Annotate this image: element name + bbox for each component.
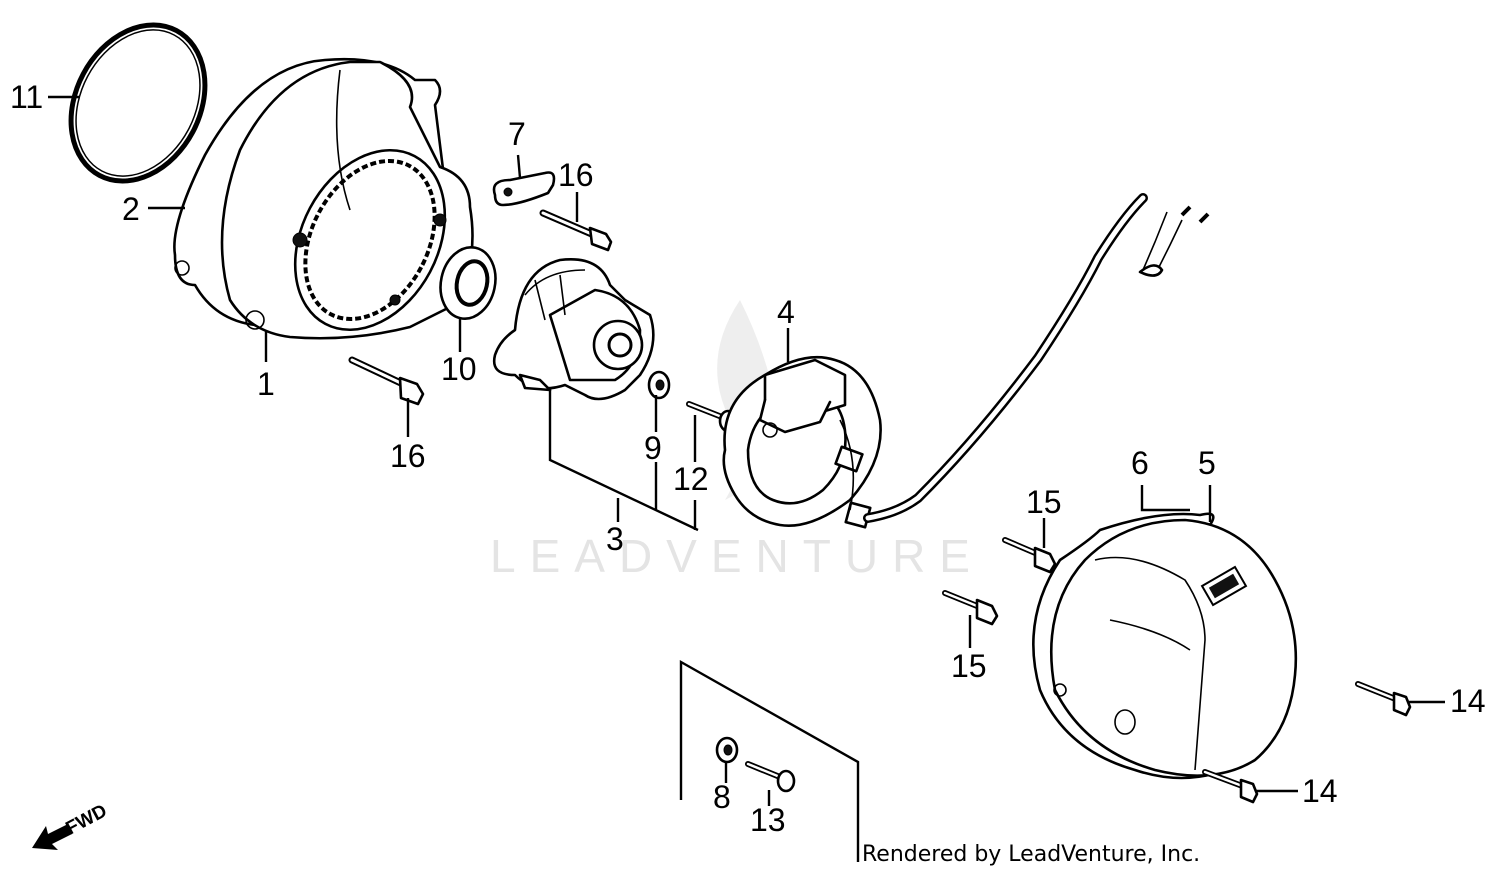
- callout-11: 11: [10, 79, 43, 115]
- part-5-cover[interactable]: [1049, 518, 1298, 777]
- part-4-pulse-generator[interactable]: [722, 193, 1210, 529]
- fwd-indicator: FWD: [32, 801, 111, 850]
- callout-16-upper: 16: [558, 157, 594, 193]
- callout-14-right: 14: [1450, 683, 1486, 719]
- credit-text: Rendered by LeadVenture, Inc.: [862, 842, 1200, 867]
- callout-4: 4: [777, 294, 795, 330]
- part-13-screw[interactable]: [745, 761, 796, 793]
- part-16-bolt-upper[interactable]: [539, 209, 613, 252]
- part-16-bolt-lower[interactable]: [348, 356, 425, 406]
- callout-15-lower: 15: [951, 648, 987, 684]
- part-10-oil-seal[interactable]: [434, 242, 502, 324]
- callout-9: 9: [644, 430, 662, 466]
- part-14-bolt-right[interactable]: [1355, 681, 1412, 717]
- callout-8: 8: [713, 779, 731, 815]
- part-14-bolt-lower[interactable]: [1202, 769, 1259, 804]
- callout-10: 10: [441, 351, 477, 387]
- fwd-arrow-icon: [32, 824, 72, 850]
- callout-3: 3: [606, 521, 624, 557]
- callouts: 11 2 1 7 16 16 10 9 12 3 4 6 5 15 15 14 …: [10, 79, 1486, 838]
- part-1-stator-housing[interactable]: [220, 60, 475, 356]
- part-9-washer[interactable]: [647, 370, 671, 400]
- callout-12: 12: [673, 461, 709, 497]
- part-11-o-ring[interactable]: [45, 1, 231, 204]
- part-7-clamp[interactable]: [492, 171, 556, 207]
- part-15-bolt-lower[interactable]: [942, 590, 999, 626]
- callout-14-lower: 14: [1302, 773, 1338, 809]
- part-15-bolt-upper[interactable]: [1002, 537, 1057, 574]
- fwd-label: FWD: [62, 801, 110, 840]
- callout-2: 2: [122, 191, 140, 227]
- callout-13: 13: [750, 802, 786, 838]
- leader-lines: [48, 95, 1445, 862]
- callout-15-upper: 15: [1026, 484, 1062, 520]
- part-3-stator-assembly[interactable]: [492, 258, 655, 401]
- callout-16-lower: 16: [390, 438, 426, 474]
- callout-5: 5: [1198, 445, 1216, 481]
- callout-6: 6: [1131, 445, 1149, 481]
- callout-7: 7: [508, 116, 526, 152]
- callout-1: 1: [257, 366, 275, 402]
- watermark-text: LEADVENTURE: [490, 530, 984, 582]
- part-8-washer[interactable]: [715, 736, 739, 764]
